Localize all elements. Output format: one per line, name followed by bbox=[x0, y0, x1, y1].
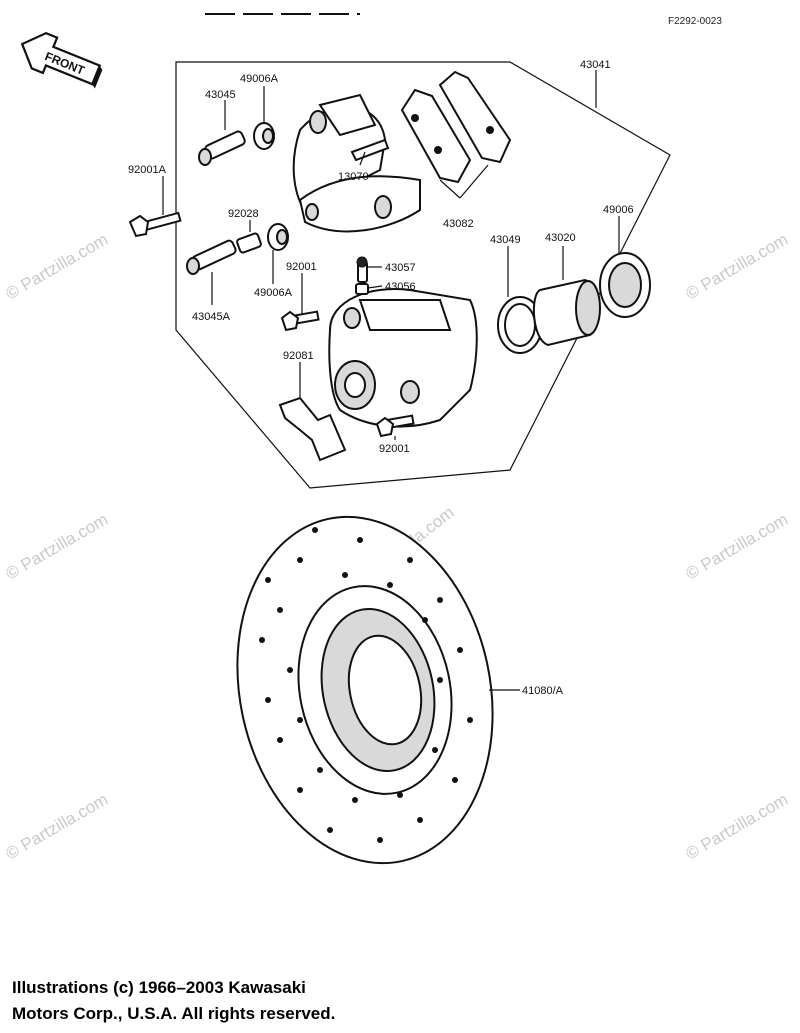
label-13070: 13070 bbox=[338, 171, 369, 183]
label-43082: 43082 bbox=[443, 218, 474, 230]
bleeder-valve bbox=[355, 256, 369, 295]
label-43049: 43049 bbox=[490, 234, 521, 246]
bolt-92001A bbox=[128, 211, 182, 238]
label-49006: 49006 bbox=[603, 204, 634, 216]
slide-pin-43045A bbox=[186, 239, 237, 275]
brake-disc bbox=[236, 515, 494, 865]
piston-seal bbox=[497, 296, 543, 354]
label-92001-bottom: 92001 bbox=[379, 443, 410, 455]
copyright-line-2: Motors Corp., U.S.A. All rights reserved… bbox=[12, 1004, 336, 1023]
label-92001A: 92001A bbox=[128, 164, 167, 176]
copyright-line-1: Illustrations (c) 1966–2003 Kawasaki bbox=[12, 978, 306, 997]
pad-spring-92081 bbox=[278, 396, 347, 462]
watermark-text: © Partzilla.com bbox=[683, 230, 792, 304]
watermark-text: © Partzilla.com bbox=[3, 230, 112, 304]
label-92028: 92028 bbox=[228, 208, 259, 220]
label-49006A-bottom: 49006A bbox=[254, 287, 293, 299]
piston bbox=[532, 278, 601, 347]
watermark-text: © Partzilla.com bbox=[3, 510, 112, 584]
label-43045A: 43045A bbox=[192, 311, 231, 323]
pad-spring bbox=[350, 138, 390, 162]
disc-holes bbox=[259, 527, 473, 843]
watermark-text: © Partzilla.com bbox=[683, 510, 792, 584]
label-92001-mid: 92001 bbox=[286, 261, 317, 273]
front-arrow-icon: FRONT bbox=[20, 31, 103, 89]
pin-boot-lower bbox=[267, 223, 289, 251]
leader-lines bbox=[162, 70, 620, 691]
reference-code: F2292-0023 bbox=[668, 16, 722, 27]
copyright-notice: Illustrations (c) 1966–2003 Kawasaki Mot… bbox=[12, 975, 432, 1027]
caliper-body bbox=[328, 288, 478, 428]
label-43056: 43056 bbox=[385, 281, 416, 293]
watermark-text: © Partzilla.com bbox=[3, 790, 112, 864]
dust-seal bbox=[599, 252, 651, 318]
bolt-92001-mid bbox=[280, 310, 320, 332]
caliper-assembly-outline bbox=[175, 61, 671, 489]
bolt-92001-bottom bbox=[375, 414, 415, 438]
label-41080A: 41080/A bbox=[522, 685, 564, 697]
label-43041: 43041 bbox=[580, 59, 611, 71]
label-43020: 43020 bbox=[545, 232, 576, 244]
label-49006A-top: 49006A bbox=[240, 73, 279, 85]
brake-pads bbox=[400, 70, 512, 184]
watermark-text: © Partzilla.com bbox=[683, 790, 792, 864]
label-43045: 43045 bbox=[205, 89, 236, 101]
pin-boot-upper bbox=[253, 122, 275, 150]
caliper-bracket bbox=[292, 93, 421, 233]
part-labels: 43041 49006A 43045 92001A 13070 92028 43… bbox=[128, 59, 634, 697]
label-92081: 92081 bbox=[283, 350, 314, 362]
label-43057: 43057 bbox=[385, 262, 416, 274]
sleeve-92028 bbox=[236, 232, 262, 254]
slide-pin-43045 bbox=[198, 130, 246, 166]
